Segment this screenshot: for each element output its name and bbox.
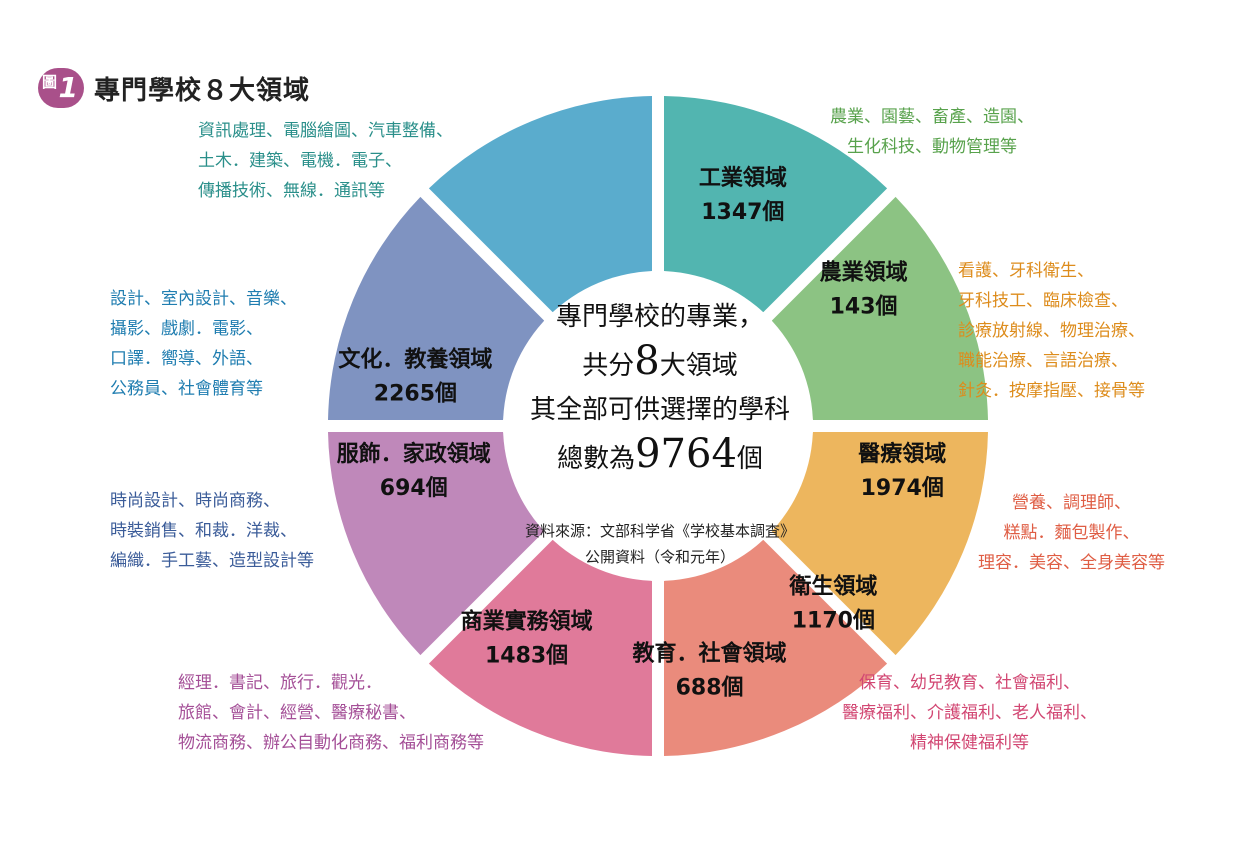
sector-name: 衛生領域 <box>788 573 877 599</box>
sector-shape <box>328 432 545 656</box>
sector-shape <box>664 539 888 756</box>
figure-title: 圖 1 專門學校８大領域 <box>38 66 310 110</box>
desc-line: 生化科技、動物管理等 <box>847 137 1017 157</box>
sector-count: 2265個 <box>374 381 457 406</box>
sector-shape <box>771 432 988 656</box>
desc-line: 診療放射線、物理治療、 <box>958 321 1145 341</box>
desc-line: 口譯．嚮導、外語、 <box>110 349 263 369</box>
sector-count: 1483個 <box>485 643 568 668</box>
desc-business: 經理．書記、旅行．觀光． 旅館、會計、經營、醫療秘書、物流商務、辦公自動化商務、福… <box>178 668 484 758</box>
desc-line: 營養、調理師、 <box>1012 493 1131 513</box>
source-line-1: 資料來源：文部科学省《学校基本調査》 <box>524 522 795 540</box>
desc-culture: 設計、室內設計、音樂、攝影、戲劇．電影、口譯．嚮導、外語、公務員、社會體育等 <box>110 284 297 404</box>
figure-badge: 圖 1 <box>38 68 84 108</box>
desc-industry: 資訊處理、電腦繪圖、汽車整備、土木．建築、電機．電子、傳播技術、無線．通訊等 <box>198 116 453 206</box>
sector-count: 694個 <box>380 476 448 501</box>
desc-fashion-home: 時尚設計、時尚商務、時裝銷售、和裁．洋裁、編織．手工藝、造型設計等 <box>110 486 314 576</box>
sector-count: 1170個 <box>792 608 875 633</box>
desc-line: 針灸．按摩指壓、接骨等 <box>958 381 1145 401</box>
desc-line: 看護、牙科衛生、 <box>958 261 1094 281</box>
center-domain-count: 8 <box>634 338 660 384</box>
sector-name: 教育．社會領域 <box>633 641 787 667</box>
desc-line: 編織．手工藝、造型設計等 <box>110 551 314 571</box>
desc-line: 精神保健福利等 <box>910 733 1029 753</box>
figure-badge-char: 圖 <box>42 73 58 91</box>
desc-hygiene: 營養、調理師、糕點．麵包製作、理容．美容、全身美容等 <box>978 488 1165 578</box>
desc-line: 物流商務、辦公自動化商務、福利商務等 <box>178 733 484 753</box>
figure-title-text: 專門學校８大領域 <box>94 75 311 106</box>
desc-line: 土木．建築、電機．電子、 <box>198 151 402 171</box>
sector-name: 文化．教養領域 <box>338 346 492 372</box>
center-total: 9764 <box>635 431 737 477</box>
sector-name: 服飾．家政領域 <box>337 441 491 467</box>
desc-line: 時裝銷售、和裁．洋裁、 <box>110 521 297 541</box>
center-line-2: 共分8大領域 <box>582 338 738 384</box>
data-source: 資料來源：文部科学省《学校基本調査》 公開資料（令和元年） <box>515 518 805 570</box>
desc-line: 牙科技工、臨床檢查、 <box>958 291 1128 311</box>
desc-line: 糕點．麵包製作、 <box>1003 523 1140 543</box>
sector-shape <box>664 96 888 313</box>
desc-medical: 看護、牙科衛生、牙科技工、臨床檢查、診療放射線、物理治療、職能治療、言語治療、針… <box>958 256 1145 406</box>
desc-line: 傳播技術、無線．通訊等 <box>198 181 385 201</box>
center-line-1: 專門學校的專業， <box>555 302 764 332</box>
sector-shape <box>428 539 652 756</box>
source-line-2: 公開資料（令和元年） <box>584 548 735 566</box>
sector-name: 工業領域 <box>699 165 787 191</box>
desc-agriculture: 農業、園藝、畜產、造園、生化科技、動物管理等 <box>830 102 1034 162</box>
center-line-3: 其全部可供選擇的學科 <box>529 395 790 425</box>
center-line-4: 總數為9764個 <box>557 431 763 477</box>
sector-count: 143個 <box>830 294 898 319</box>
sector-name: 商業實務領域 <box>461 608 593 634</box>
desc-line: 時尚設計、時尚商務、 <box>110 491 280 511</box>
sector-name: 醫療領域 <box>858 441 946 467</box>
desc-line: 職能治療、言語治療、 <box>958 351 1128 371</box>
desc-line: 資訊處理、電腦繪圖、汽車整備、 <box>198 121 453 141</box>
desc-line: 經理．書記、旅行．觀光． <box>178 673 382 693</box>
desc-education-social: 保育、幼兒教育、社會福利、醫療福利、介護福利、老人福利、精神保健福利等 <box>842 668 1097 758</box>
desc-line: 攝影、戲劇．電影、 <box>110 319 263 339</box>
desc-line: 農業、園藝、畜產、造園、 <box>830 107 1034 127</box>
sector-shape <box>428 96 652 313</box>
desc-line: 旅館、會計、經營、醫療秘書、 <box>178 703 416 723</box>
sector-shape <box>328 196 545 420</box>
desc-line: 保育、幼兒教育、社會福利、 <box>859 673 1080 693</box>
desc-line: 醫療福利、介護福利、老人福利、 <box>842 703 1097 723</box>
center-summary: 專門學校的專業， 共分8大領域 其全部可供選擇的學科 總數為9764個 <box>505 295 815 481</box>
sector-shape <box>771 196 988 420</box>
sector-name: 農業領域 <box>820 259 908 285</box>
sector-count: 1347個 <box>701 200 784 225</box>
desc-line: 設計、室內設計、音樂、 <box>110 289 297 309</box>
figure-badge-number: 1 <box>58 71 78 104</box>
desc-line: 理容．美容、全身美容等 <box>978 553 1165 573</box>
sector-count: 688個 <box>676 676 744 701</box>
sector-count: 1974個 <box>861 476 944 501</box>
center-disc <box>503 271 813 581</box>
desc-line: 公務員、社會體育等 <box>110 379 263 399</box>
